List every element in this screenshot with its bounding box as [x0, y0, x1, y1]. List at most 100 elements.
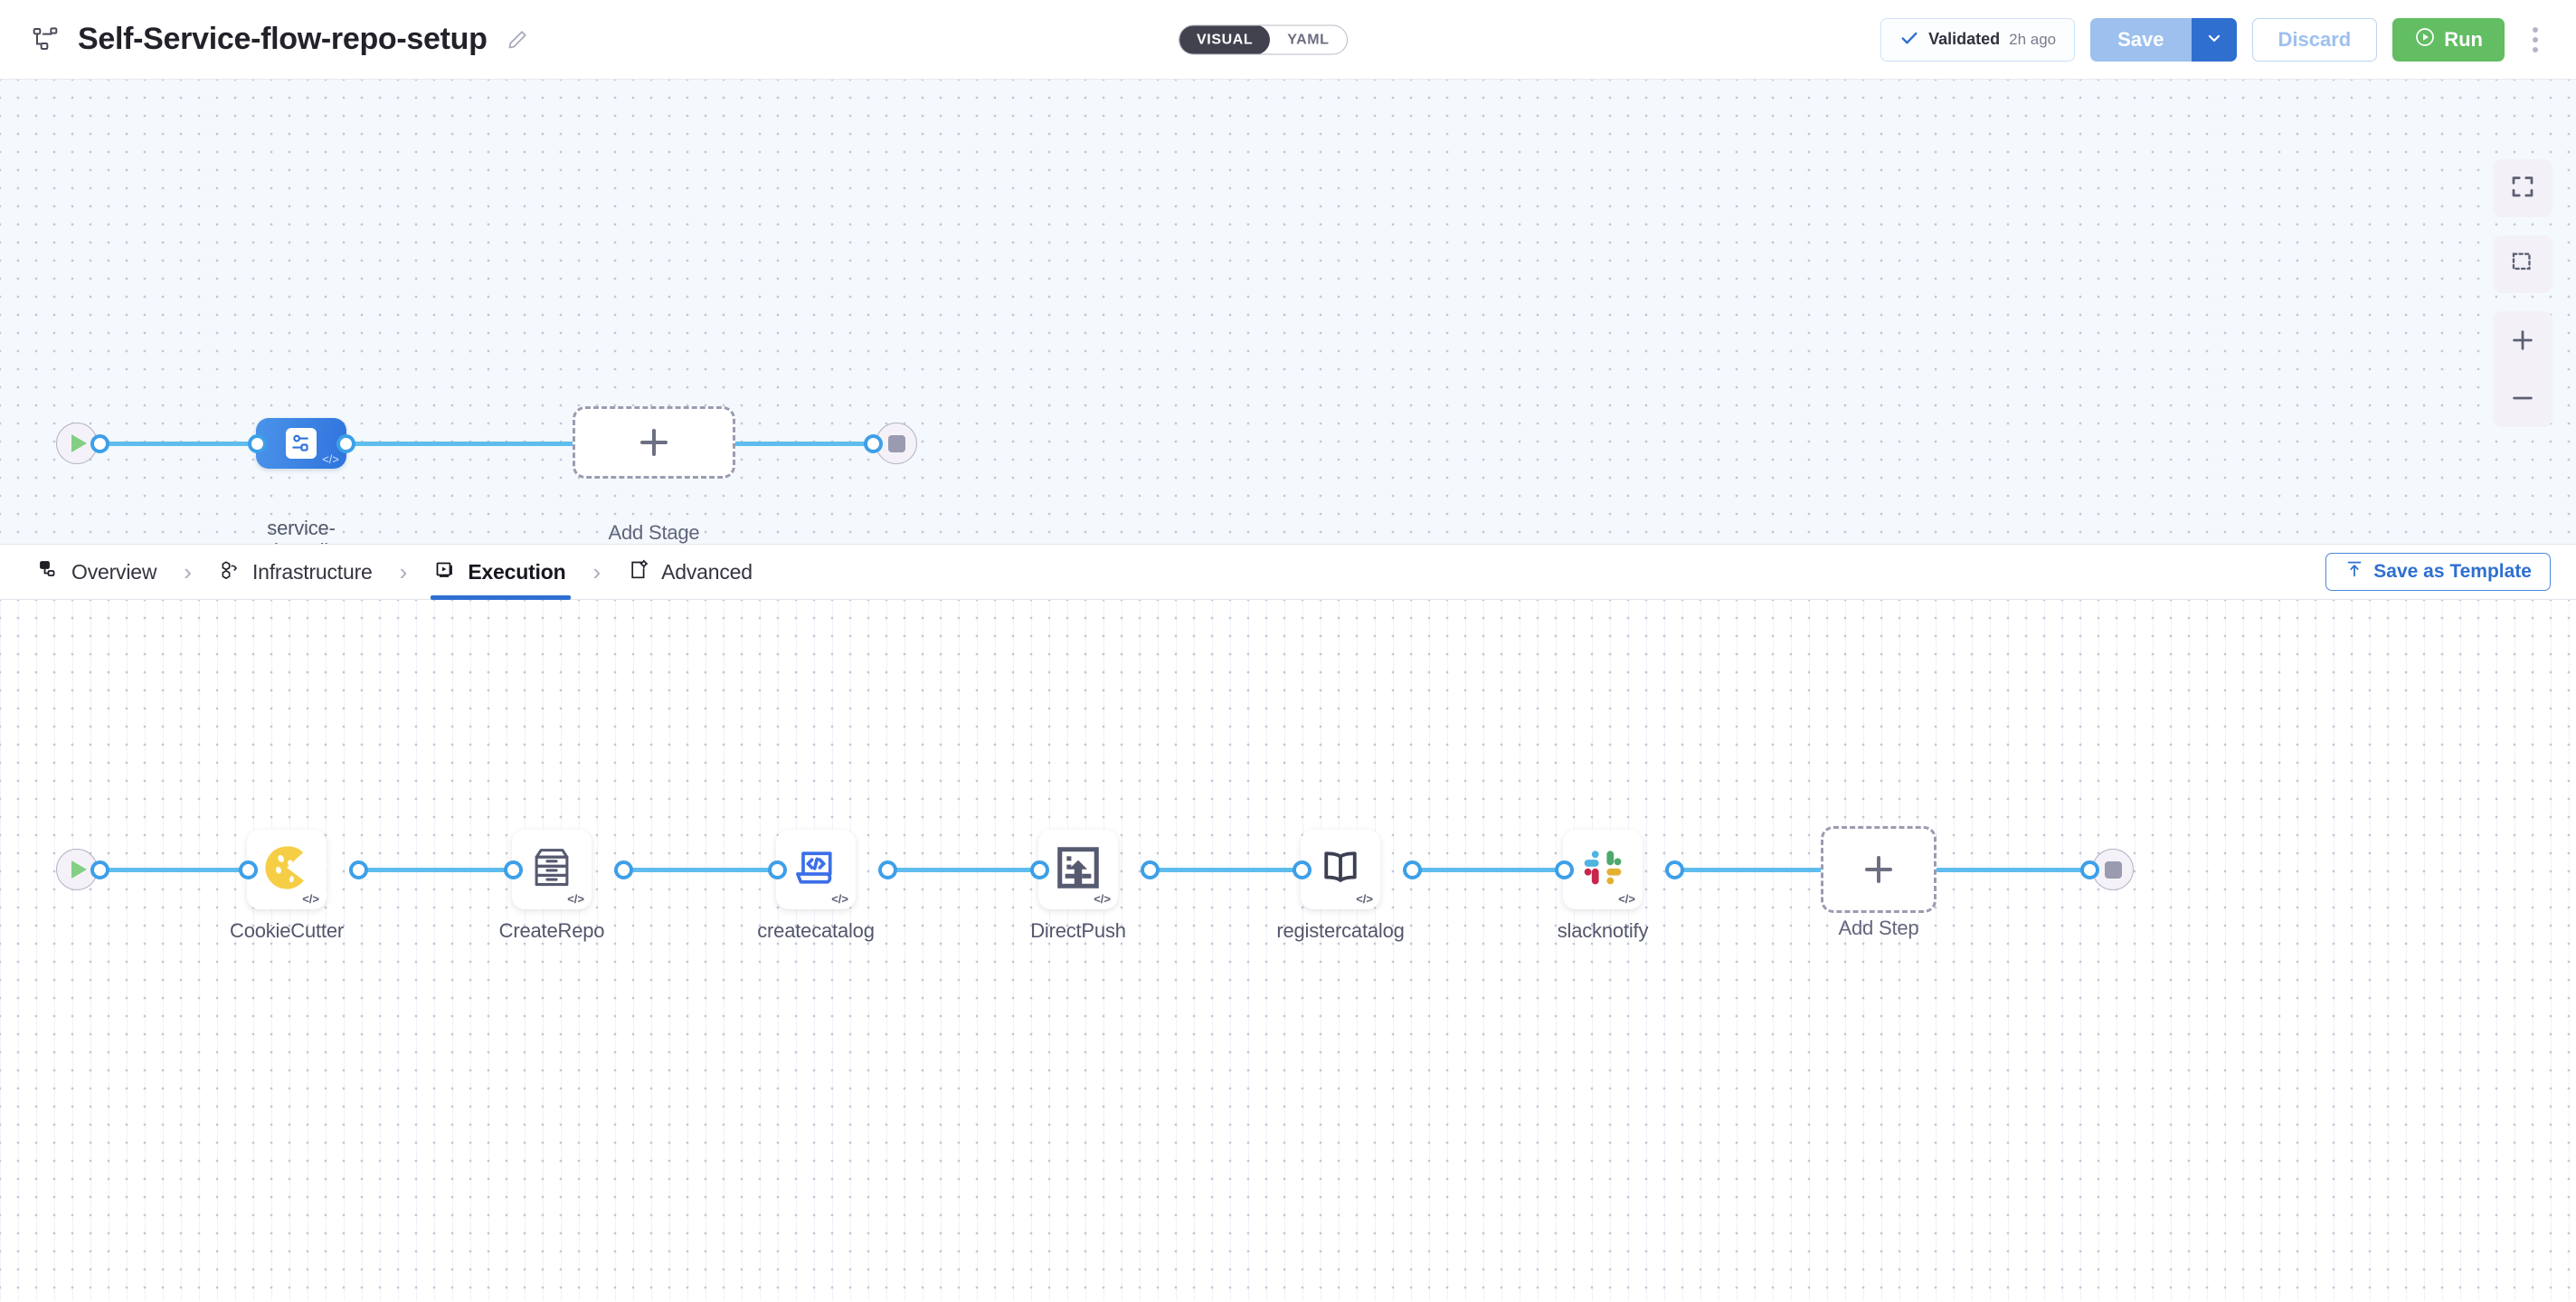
kebab-menu-icon[interactable] [2520, 18, 2551, 62]
step-directpush-label: DirectPush [1030, 919, 1126, 942]
edge-start-to-stage [98, 442, 260, 446]
overview-icon [38, 559, 60, 585]
pipeline-nodes-icon [31, 24, 62, 55]
edge-step-1-to-2 [357, 868, 520, 872]
add-step-button[interactable] [1821, 826, 1937, 913]
play-icon [71, 434, 87, 452]
zoom-out-button[interactable] [2493, 369, 2552, 427]
edge-step-4-to-5 [1149, 868, 1312, 872]
run-label: Run [2444, 27, 2483, 51]
discard-button[interactable]: Discard [2251, 17, 2378, 62]
step-node-createcatalog[interactable]: </> [776, 830, 856, 909]
step-createrepo-input-port[interactable] [504, 860, 523, 879]
execution-icon [434, 559, 456, 585]
code-badge: </> [322, 452, 339, 466]
stage-label-line-2: onboarding [238, 539, 365, 544]
code-badge: </> [1356, 892, 1373, 906]
stage-canvas[interactable]: </> service- onboarding Add Stage [0, 80, 2576, 545]
stage-node-output-port[interactable] [336, 434, 355, 453]
step-cookiecutter-input-port[interactable] [239, 860, 258, 879]
step-createrepo-label: CreateRepo [498, 919, 605, 942]
slack-icon [1579, 844, 1626, 896]
upload-push-icon [1054, 843, 1103, 897]
step-slacknotify-label: slacknotify [1557, 919, 1649, 942]
step-node-slacknotify[interactable]: </> [1563, 830, 1643, 909]
step-node-createrepo[interactable]: </> [512, 830, 592, 909]
start-node-port[interactable] [90, 860, 109, 879]
save-dropdown-button[interactable] [2191, 17, 2237, 62]
save-button-group[interactable]: Save [2090, 17, 2237, 62]
step-slacknotify-output-port[interactable] [1665, 860, 1684, 879]
mode-option-yaml[interactable]: YAML [1287, 32, 1330, 47]
step-cookiecutter-output-port[interactable] [349, 860, 368, 879]
tab-execution-label: Execution [468, 559, 566, 584]
check-icon [1899, 28, 1919, 52]
step-node-registercatalog[interactable]: </> [1301, 830, 1380, 909]
add-stage-button[interactable] [573, 406, 735, 479]
upload-template-icon [2344, 559, 2364, 584]
stage-label-line-1: service- [267, 517, 336, 539]
edge-addstage-to-end [724, 442, 877, 446]
add-stage-label: Add Stage [608, 521, 700, 544]
tab-overview-label: Overview [71, 559, 157, 584]
tab-infrastructure[interactable]: Infrastructure [217, 545, 374, 600]
stage-tabs-bar: Overview › Infrastructure › Execution › [0, 545, 2576, 600]
tab-separator: › [592, 557, 601, 585]
stage-node-label: service- onboarding [238, 517, 365, 544]
tab-advanced[interactable]: Advanced [626, 545, 754, 600]
step-slacknotify-input-port[interactable] [1555, 860, 1574, 879]
edge-start-to-step-1 [98, 868, 251, 872]
edge-step-5-to-6 [1409, 868, 1572, 872]
code-badge: </> [1094, 892, 1111, 906]
execution-canvas[interactable]: </> CookieCutter </> CreateRepo </> [0, 600, 2576, 1301]
save-button[interactable]: Save [2090, 17, 2192, 62]
marquee-select-button[interactable] [2493, 235, 2552, 293]
step-createrepo-output-port[interactable] [614, 860, 633, 879]
end-node-port[interactable] [864, 434, 883, 453]
edge-step-2-to-3 [624, 868, 787, 872]
laptop-code-icon [791, 842, 841, 898]
zoom-in-button[interactable] [2493, 311, 2552, 369]
run-button[interactable]: Run [2392, 17, 2505, 62]
code-badge: </> [302, 892, 319, 906]
mode-toggle[interactable]: VISUAL YAML [1179, 24, 1348, 54]
step-registercatalog-output-port[interactable] [1403, 860, 1422, 879]
fit-to-screen-button[interactable] [2493, 159, 2552, 217]
infrastructure-icon [219, 559, 241, 585]
edge-addstep-to-end [1936, 868, 2094, 872]
deploy-stage-icon [286, 428, 317, 459]
step-cookiecutter-label: CookieCutter [230, 919, 344, 942]
header-left-group: Self-Service-flow-repo-setup [31, 22, 531, 57]
step-createcatalog-input-port[interactable] [768, 860, 787, 879]
step-createcatalog-output-port[interactable] [878, 860, 897, 879]
cookie-icon [260, 841, 313, 898]
play-icon [71, 860, 87, 879]
end-node-port[interactable] [2080, 860, 2099, 879]
step-directpush-input-port[interactable] [1030, 860, 1049, 879]
pencil-icon[interactable] [504, 26, 531, 53]
code-badge: </> [831, 892, 848, 906]
repository-icon [527, 843, 576, 897]
start-node-port[interactable] [90, 434, 109, 453]
dashed-select-icon [2509, 249, 2536, 280]
add-step-label: Add Step [1838, 917, 1919, 939]
mode-option-visual[interactable]: VISUAL [1179, 25, 1271, 53]
app-header: Self-Service-flow-repo-setup VISUAL YAML… [0, 0, 2576, 80]
validated-label: Validated [1928, 30, 2001, 48]
step-node-directpush[interactable]: </> [1038, 830, 1118, 909]
canvas-view-controls [2493, 159, 2552, 427]
step-registercatalog-input-port[interactable] [1293, 860, 1312, 879]
stop-icon [887, 434, 905, 452]
save-as-template-button[interactable]: Save as Template [2325, 553, 2551, 591]
tab-advanced-label: Advanced [661, 559, 753, 584]
stop-icon [2104, 860, 2122, 879]
status-badge: Validated 2h ago [1880, 17, 2076, 62]
stage-node-input-port[interactable] [248, 434, 267, 453]
stage-node-service-onboarding[interactable]: </> [256, 418, 346, 469]
step-directpush-output-port[interactable] [1141, 860, 1160, 879]
tab-execution[interactable]: Execution [431, 545, 572, 600]
step-node-cookiecutter[interactable]: </> [247, 830, 327, 909]
code-badge: </> [1618, 892, 1635, 906]
tab-overview[interactable]: Overview [36, 545, 158, 600]
code-badge: </> [567, 892, 584, 906]
